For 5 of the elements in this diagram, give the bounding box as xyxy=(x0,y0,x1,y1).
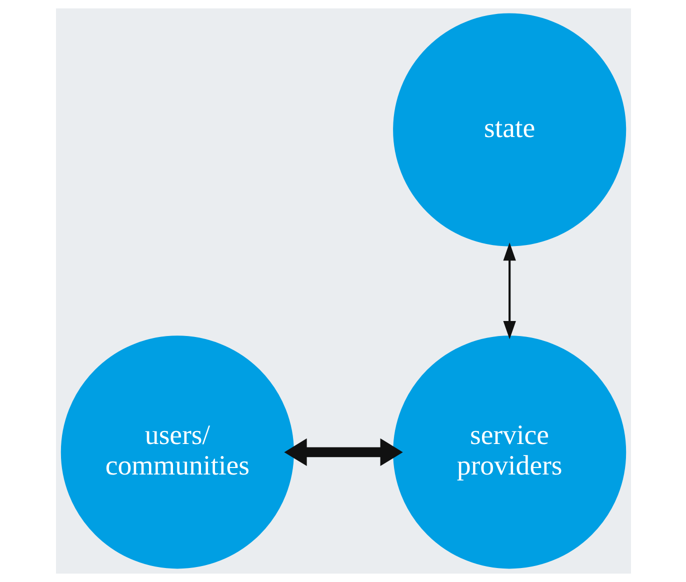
node-circle: state xyxy=(392,13,626,246)
arrow xyxy=(284,438,402,466)
arrow xyxy=(502,242,516,340)
node-circle: users/ communities xyxy=(60,336,294,569)
node-circle: service providers xyxy=(392,336,626,569)
